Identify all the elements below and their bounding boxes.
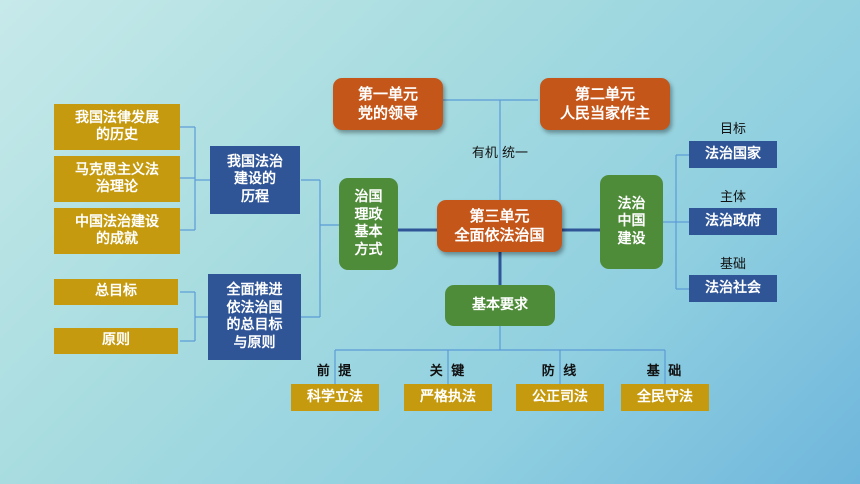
bottom-label-defense: 防 线 — [541, 364, 579, 379]
history-item-1: 我国法律发展 的历史 — [54, 104, 180, 150]
goal-item-overall: 总目标 — [54, 279, 178, 305]
right-label-base: 基础 — [719, 257, 746, 272]
unit2-box: 第二单元 人民当家作主 — [540, 78, 670, 130]
goal-item-principle: 原则 — [54, 328, 178, 354]
right-item-nation: 法治国家 — [689, 141, 777, 168]
history-group-box: 我国法治 建设的 历程 — [210, 146, 300, 214]
unit1-box: 第一单元 党的领导 — [333, 78, 443, 130]
bottom-label-foundation: 基 础 — [646, 364, 684, 379]
history-item-2: 马克思主义法 治理论 — [54, 156, 180, 202]
unit3-box: 第三单元 全面依法治国 — [437, 200, 562, 252]
right-item-society: 法治社会 — [689, 275, 777, 302]
basic-method-box: 治国 理政 基本 方式 — [339, 178, 398, 270]
link-label: 有机 统一 — [471, 146, 529, 161]
bottom-label-key: 关 键 — [429, 364, 467, 379]
right-label-subject: 主体 — [719, 190, 746, 205]
right-label-goal: 目标 — [719, 122, 746, 137]
history-item-3: 中国法治建设 的成就 — [54, 208, 180, 254]
bottom-item-enforcement: 严格执法 — [404, 384, 492, 411]
right-item-government: 法治政府 — [689, 208, 777, 235]
bottom-label-premise: 前 提 — [316, 364, 354, 379]
bottom-item-judiciary: 公正司法 — [516, 384, 604, 411]
construction-box: 法治 中国 建设 — [600, 175, 663, 269]
bottom-item-lawabiding: 全民守法 — [621, 384, 709, 411]
bottom-item-legislation: 科学立法 — [291, 384, 379, 411]
goal-group-box: 全面推进 依法治国 的总目标 与原则 — [208, 274, 301, 360]
requirements-box: 基本要求 — [445, 285, 555, 326]
